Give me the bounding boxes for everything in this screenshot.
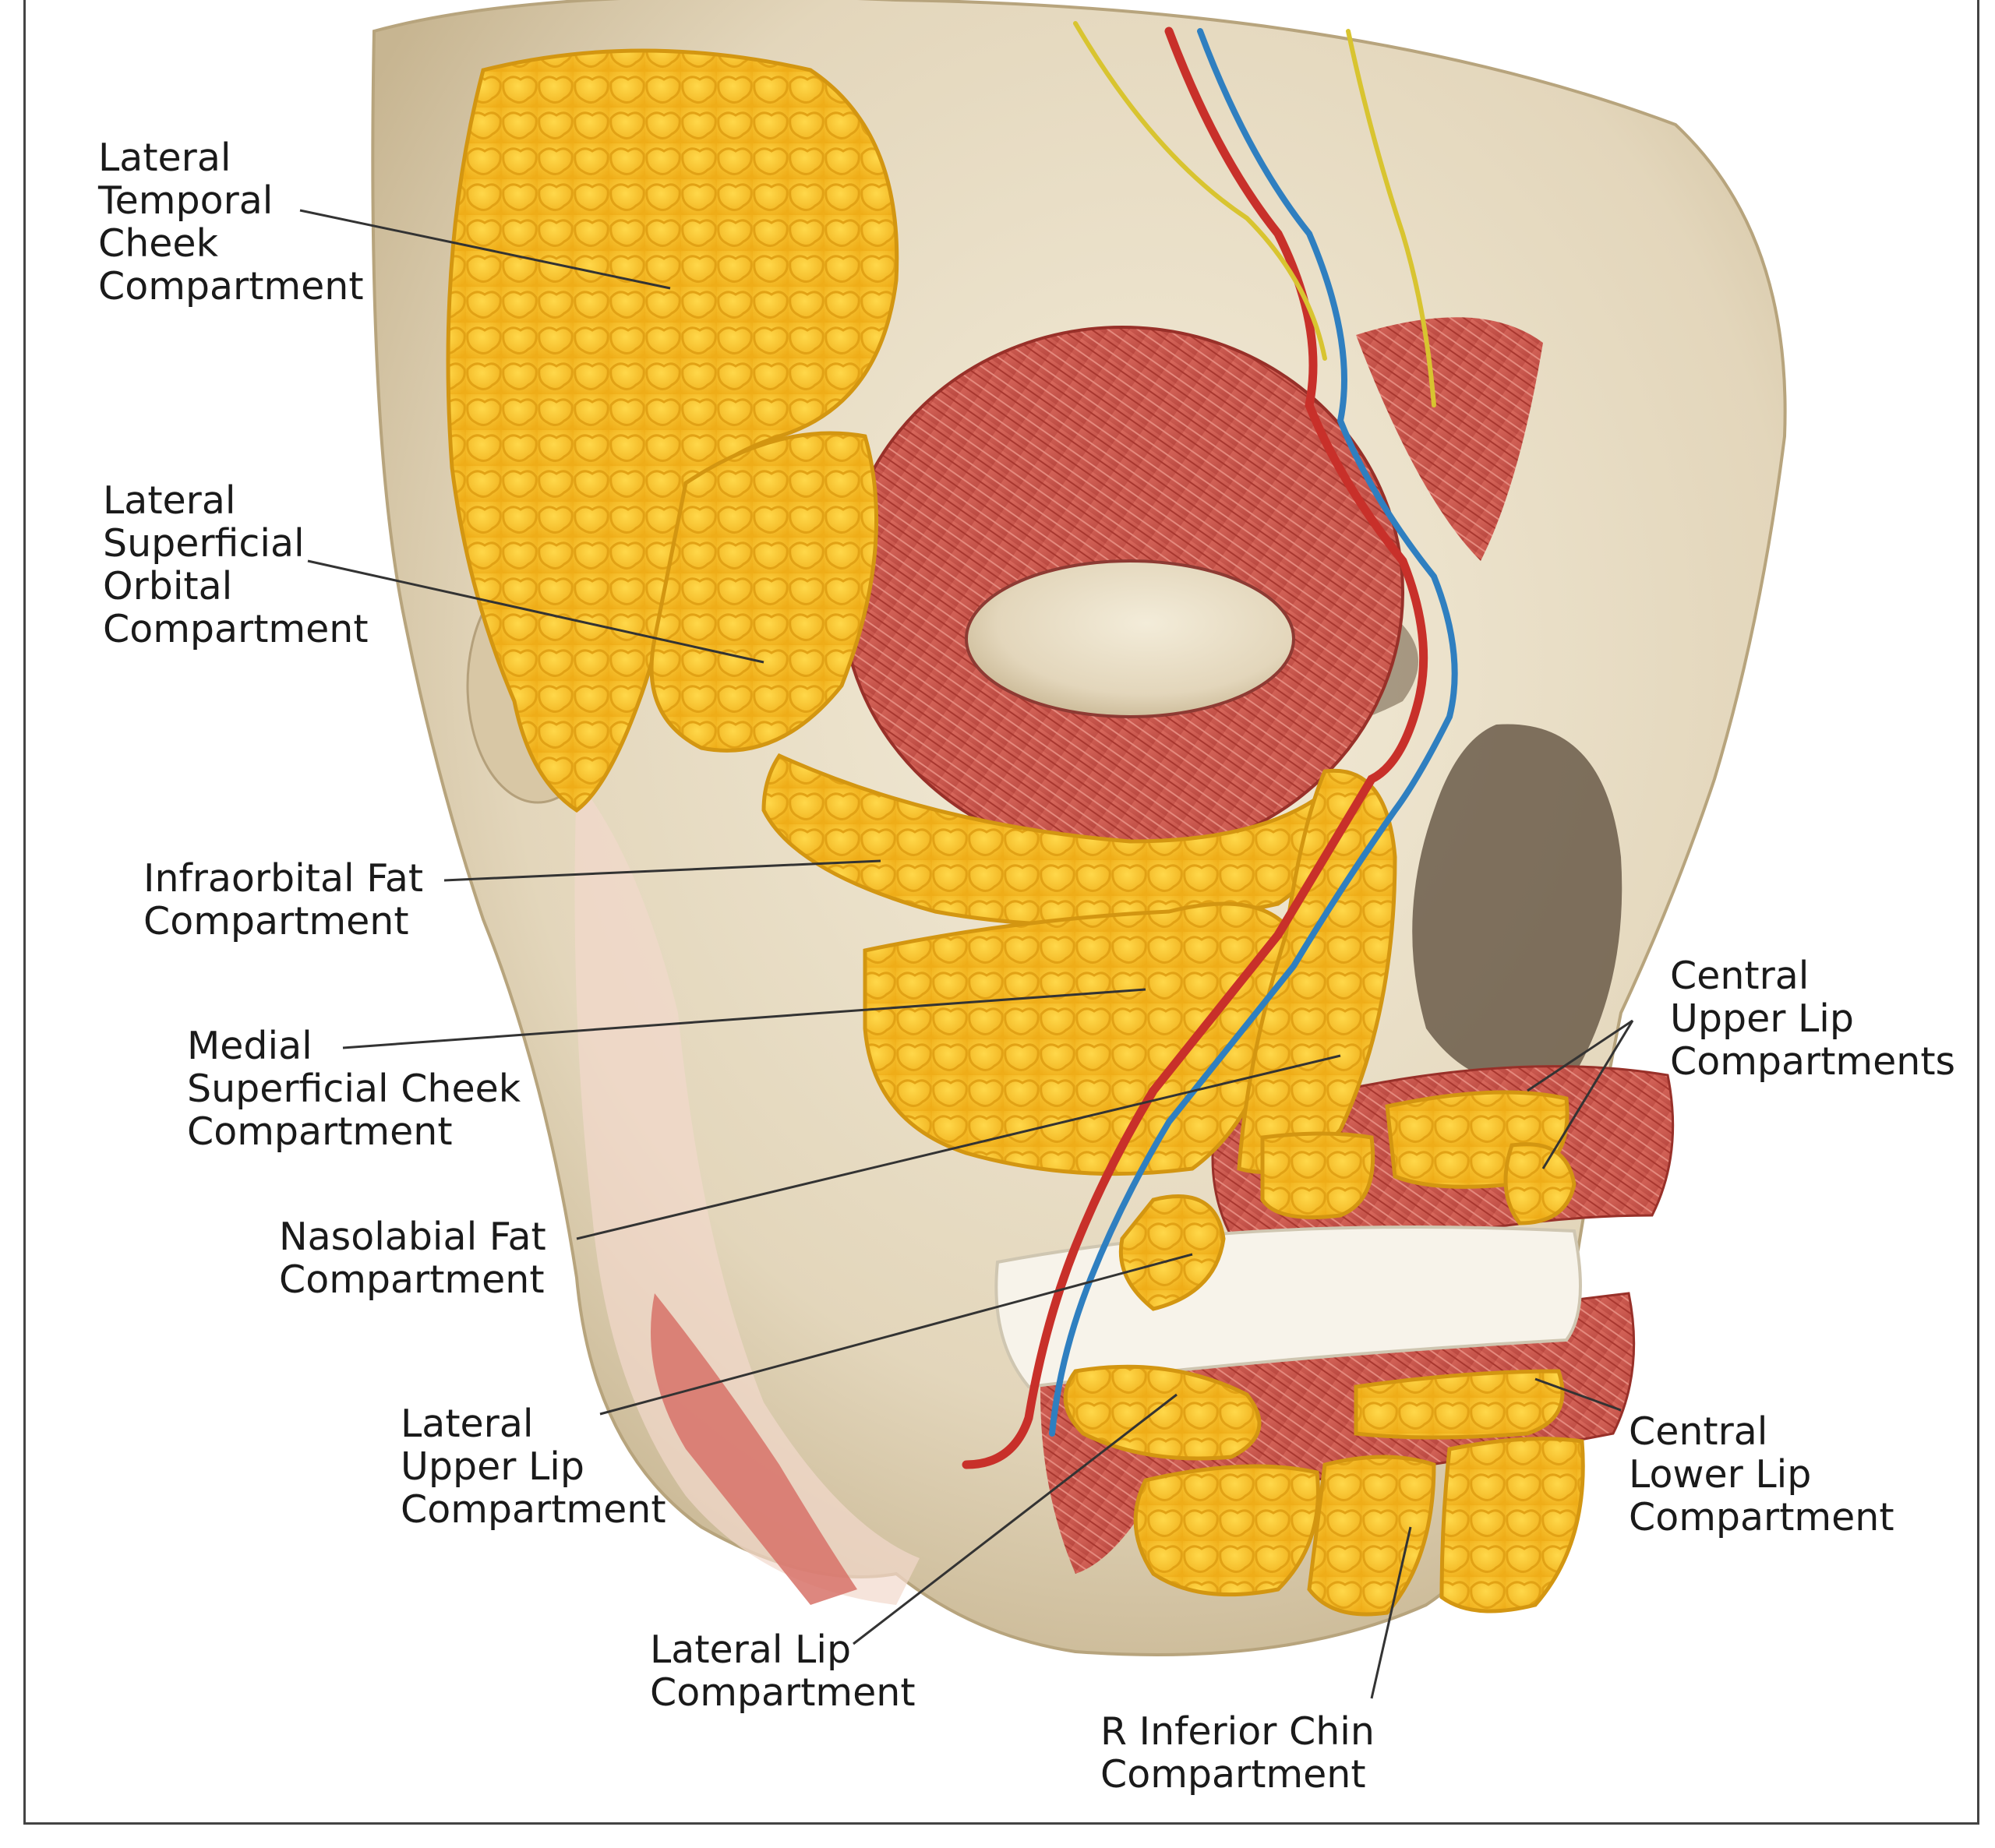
fat-chin-2 bbox=[1307, 1455, 1436, 1617]
label-lateral-superficial-orbital: Lateral Superficial Orbital Compartment bbox=[103, 478, 369, 651]
fat-central-upper-lip-2 bbox=[1260, 1131, 1375, 1219]
label-infraorbital-fat: Infraorbital Fat Compartment bbox=[143, 856, 424, 943]
artery bbox=[962, 26, 1428, 1469]
leader-lines bbox=[299, 209, 1634, 1699]
fat-lateral-lip bbox=[1063, 1364, 1262, 1461]
label-central-upper-lip: Central Upper Lip Compartments bbox=[1670, 954, 1956, 1084]
platysma bbox=[651, 1293, 857, 1605]
label-r-inferior-chin: R Inferior Chin Compartment bbox=[1100, 1709, 1375, 1797]
label-medial-superficial-cheek: Medial Superficial Cheek Compartment bbox=[187, 1024, 521, 1154]
label-lateral-lip: Lateral Lip Compartment bbox=[650, 1628, 916, 1715]
label-nasolabial-fat: Nasolabial Fat Compartment bbox=[279, 1215, 546, 1302]
nasal-aperture bbox=[1412, 724, 1622, 1084]
label-lateral-temporal-cheek: Lateral Temporal Cheek Compartment bbox=[98, 136, 364, 309]
palpebral-fissure bbox=[965, 559, 1295, 718]
fat-chin-1 bbox=[1133, 1464, 1320, 1597]
label-central-lower-lip: Central Lower Lip Compartment bbox=[1629, 1409, 1894, 1539]
fat-central-lower-lip bbox=[1354, 1369, 1565, 1440]
label-lateral-upper-lip: Lateral Upper Lip Compartment bbox=[401, 1402, 666, 1532]
fat-chin-3 bbox=[1439, 1437, 1585, 1613]
vein bbox=[1049, 28, 1458, 1437]
frontalis-slip bbox=[1356, 317, 1543, 561]
fat-lateral-superficial-orbital bbox=[649, 431, 879, 753]
nerve-2 bbox=[1346, 29, 1436, 407]
nerve bbox=[1073, 21, 1327, 361]
